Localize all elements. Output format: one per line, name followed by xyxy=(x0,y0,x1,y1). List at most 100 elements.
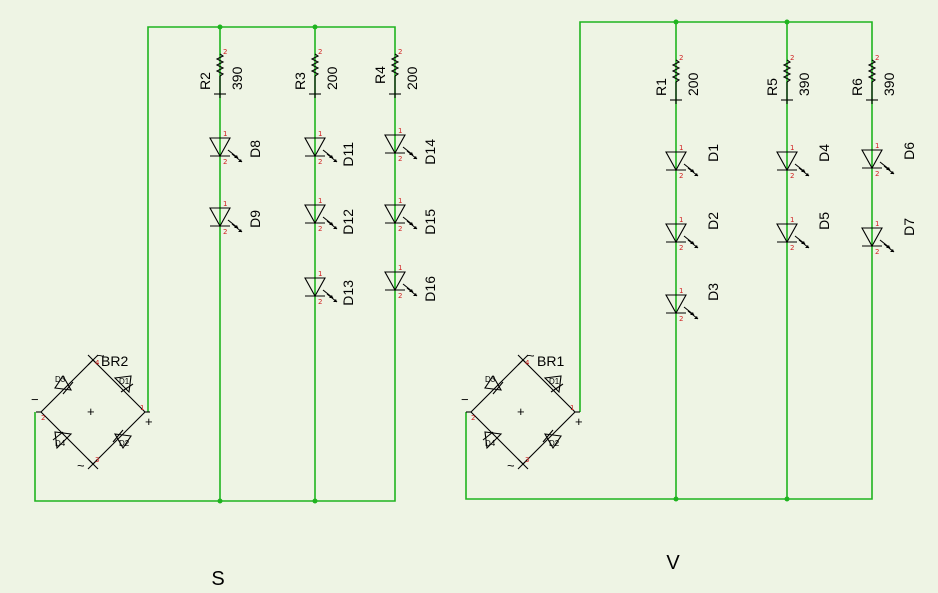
bridge-br1-diode-d3: D3 xyxy=(485,375,496,384)
bridge-br1-diode-d1: D1 xyxy=(549,377,560,386)
circuit-v: 2 R1 200 1 2 D1 1 2 D2 1 2 D3 xyxy=(461,19,917,574)
pin-number: 2 xyxy=(318,225,322,233)
led-d8-label: D8 xyxy=(247,140,263,158)
pin-number: 2 xyxy=(318,158,322,166)
pin-number: 2 xyxy=(875,170,879,178)
bridge-br1-plus: + xyxy=(575,414,583,429)
pin-number: 1 xyxy=(140,404,144,412)
pin-number: 1 xyxy=(875,142,879,150)
led-d2-label: D2 xyxy=(705,212,721,230)
pin-number: 1 xyxy=(398,127,402,135)
bridge-br1-ac-bottom: ~ xyxy=(507,458,515,473)
resistor-r5-value: 390 xyxy=(796,72,812,96)
led-d14-label: D14 xyxy=(422,139,438,165)
resistor-r1-value: 200 xyxy=(685,72,701,96)
pin-number: 1 xyxy=(223,200,227,208)
led-d1-label: D1 xyxy=(705,144,721,162)
bridge-br1-label: BR1 xyxy=(537,353,564,369)
pin-number: 3 xyxy=(95,456,99,464)
pin-number: 2 xyxy=(318,298,322,306)
resistor-r4-value: 200 xyxy=(404,66,420,90)
led-d8: 1 2 D8 xyxy=(209,130,263,166)
resistor-r4: 2 R4 200 xyxy=(372,48,420,98)
resistor-r5: 2 R5 390 xyxy=(764,54,812,104)
led-d7: 1 2 D7 xyxy=(861,218,917,256)
pin-number: 2 xyxy=(790,172,794,180)
led-d16: 1 2 D16 xyxy=(384,264,438,302)
pin-number: 1 xyxy=(318,270,322,278)
resistor-r3: 2 R3 200 xyxy=(292,48,340,98)
circuit-s-caption: S xyxy=(211,568,224,590)
led-d16-label: D16 xyxy=(422,276,438,302)
led-d13: 1 2 D13 xyxy=(304,270,356,306)
resistor-r6-label: R6 xyxy=(849,78,865,96)
pin-number: 2 xyxy=(398,48,402,56)
led-d15-label: D15 xyxy=(422,209,438,235)
bridge-br2-ac-bottom: ~ xyxy=(77,458,85,473)
resistor-r4-label: R4 xyxy=(372,66,388,84)
led-d2: 1 2 D2 xyxy=(665,212,721,252)
led-d11: 1 2 D11 xyxy=(304,130,356,167)
pin-number: 1 xyxy=(875,220,879,228)
bridge-br1-diode-d4: D4 xyxy=(485,439,496,448)
led-d13-label: D13 xyxy=(340,280,356,306)
led-d5: 1 2 D5 xyxy=(776,212,832,252)
bridge-br2-diode-d1: D1 xyxy=(119,377,130,386)
bridge-br2-minus: − xyxy=(31,392,39,407)
resistor-r3-value: 200 xyxy=(324,66,340,90)
pin-number: 2 xyxy=(679,244,683,252)
pin-number: 2 xyxy=(398,225,402,233)
led-d4: 1 2 D4 xyxy=(776,144,832,180)
pin-number: 2 xyxy=(223,228,227,236)
pin-number: 1 xyxy=(679,216,683,224)
resistor-r6: 2 R6 390 xyxy=(849,54,897,104)
led-d9: 1 2 D9 xyxy=(209,200,263,236)
resistor-r2-value: 390 xyxy=(229,66,245,90)
pin-number: 1 xyxy=(570,404,574,412)
bridge-br2-label: BR2 xyxy=(101,353,128,369)
pin-number: 2 xyxy=(398,155,402,163)
led-d1: 1 2 D1 xyxy=(665,144,721,180)
circuit-s-wires xyxy=(34,24,396,504)
bridge-rectifier-br2: D3 D1 D4 D2 + + − ~ ~ 4 3 2 1 BR2 xyxy=(31,348,153,473)
led-d9-label: D9 xyxy=(247,210,263,228)
pin-number: 1 xyxy=(318,130,322,138)
resistor-r6-value: 390 xyxy=(881,72,897,96)
resistor-r1-label: R1 xyxy=(653,78,669,96)
pin-number: 2 xyxy=(398,292,402,300)
pin-number: 1 xyxy=(223,130,227,138)
pin-number: 2 xyxy=(679,315,683,323)
bridge-br1-ac-top: ~ xyxy=(527,348,535,363)
bridge-br2-diode-d2: D2 xyxy=(119,439,130,448)
pin-number: 4 xyxy=(95,359,100,367)
led-d6: 1 2 D6 xyxy=(861,142,917,178)
resistor-r2: 2 R2 390 xyxy=(197,48,245,98)
led-d3: 1 2 D3 xyxy=(665,283,721,323)
pin-number: 1 xyxy=(398,264,402,272)
pin-number: 2 xyxy=(875,248,879,256)
pin-number: 2 xyxy=(471,414,475,422)
circuit-v-caption: V xyxy=(666,552,680,574)
pin-number: 1 xyxy=(679,144,683,152)
circuit-s: 2 R2 390 1 2 D8 1 2 D9 2 R3 200 xyxy=(31,24,438,590)
pin-number: 2 xyxy=(790,54,794,62)
pin-number: 2 xyxy=(223,158,227,166)
led-d5-label: D5 xyxy=(816,212,832,230)
pin-number: 2 xyxy=(223,48,227,56)
led-d7-label: D7 xyxy=(901,218,917,236)
led-d15: 1 2 D15 xyxy=(384,197,438,235)
led-d11-label: D11 xyxy=(340,142,356,167)
led-d14: 1 2 D14 xyxy=(384,127,438,165)
led-d4-label: D4 xyxy=(816,144,832,162)
led-d3-label: D3 xyxy=(705,283,721,301)
led-d6-label: D6 xyxy=(901,142,917,160)
pin-number: 4 xyxy=(525,359,530,367)
pin-number: 1 xyxy=(318,197,322,205)
pin-number: 2 xyxy=(318,48,322,56)
bridge-br1-center-plus: + xyxy=(517,404,525,419)
resistor-r5-label: R5 xyxy=(764,78,780,96)
bridge-rectifier-br1: D3 D1 D4 D2 + + − ~ ~ 4 3 2 1 BR1 xyxy=(461,348,583,473)
bridge-br1-minus: − xyxy=(461,392,469,407)
